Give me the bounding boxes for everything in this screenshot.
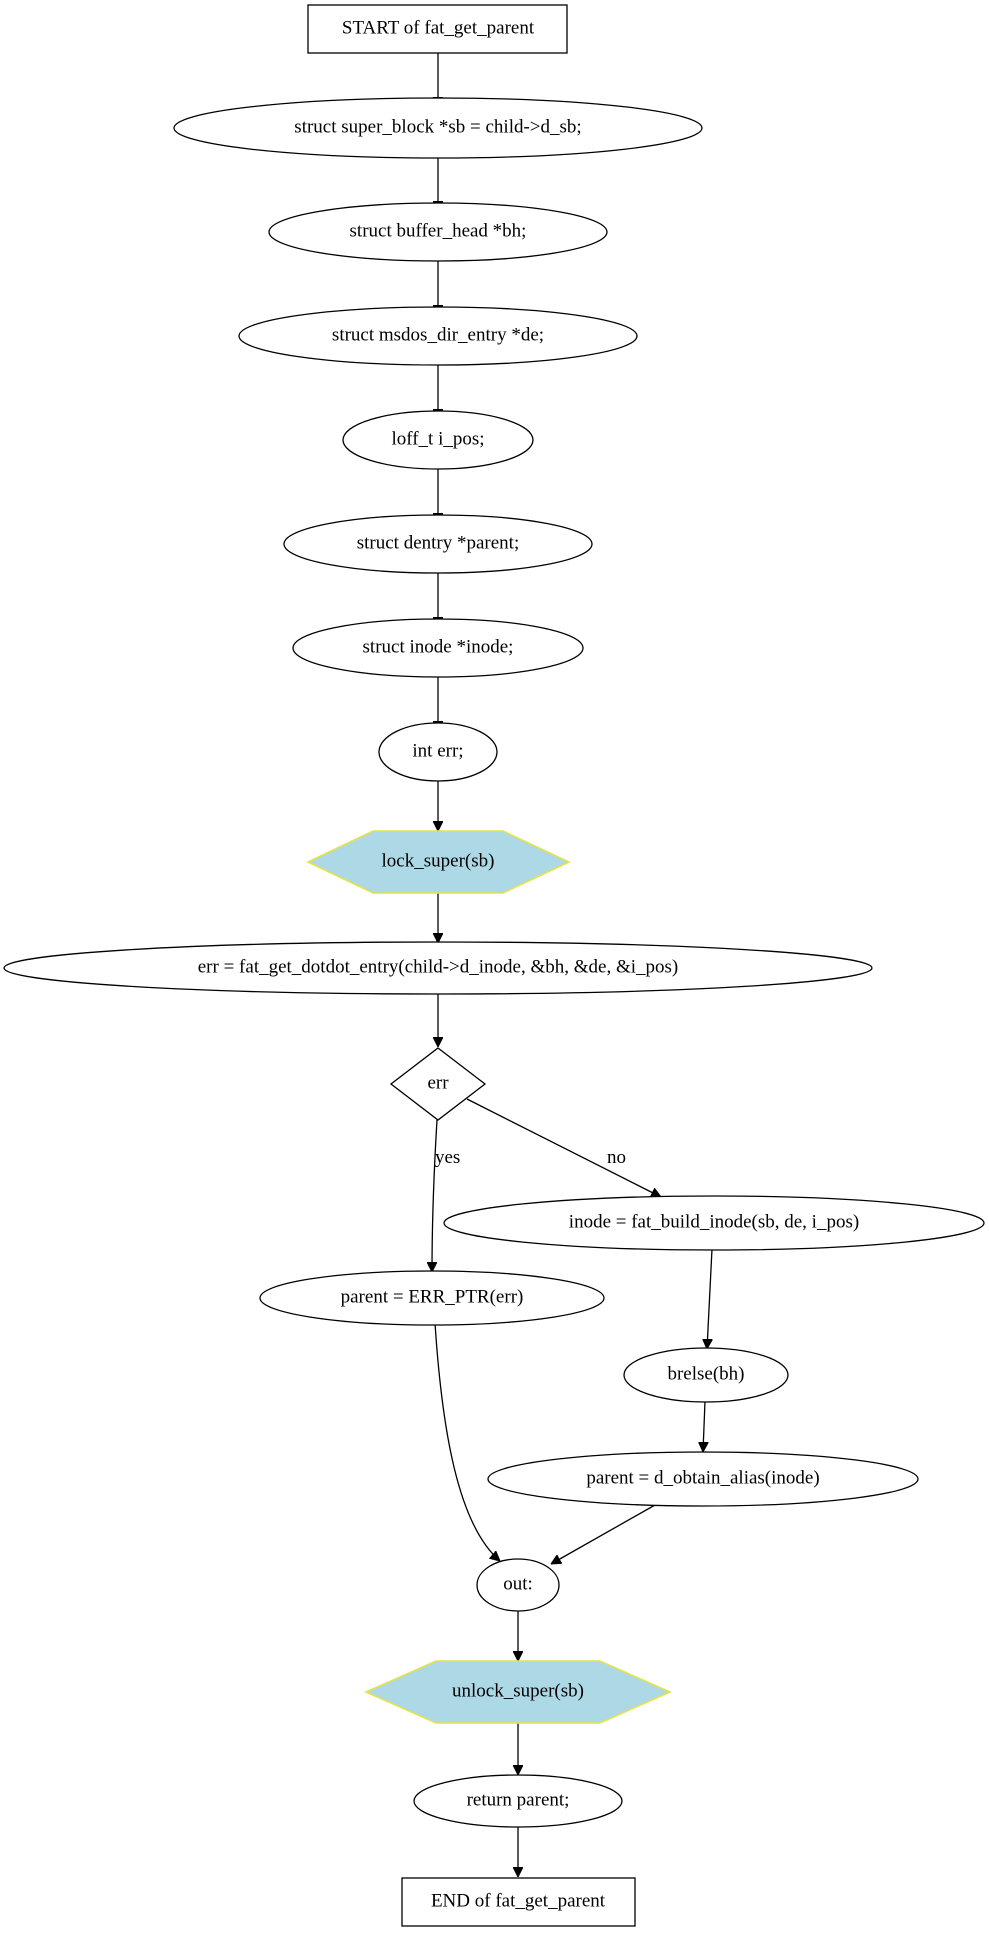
node-end: END of fat_get_parent — [401, 1877, 636, 1927]
node-start-label: START of fat_get_parent — [342, 17, 535, 38]
node-sb-declaration-label: struct super_block *sb = child->d_sb; — [294, 116, 581, 137]
node-err-declaration: int err; — [378, 722, 498, 782]
node-obtain-alias: parent = d_obtain_alias(inode) — [487, 1451, 919, 1507]
node-unlock-super-label: unlock_super(sb) — [452, 1680, 584, 1701]
edge-alias-to-out — [551, 1504, 656, 1565]
node-brelse-label: brelse(bh) — [667, 1363, 744, 1384]
node-start: START of fat_get_parent — [307, 4, 568, 54]
node-parent-declaration: struct dentry *parent; — [283, 514, 593, 574]
node-de-declaration: struct msdos_dir_entry *de; — [238, 306, 638, 366]
edge-check-no — [466, 1098, 661, 1198]
node-get-dotdot-entry: err = fat_get_dotdot_entry(child->d_inod… — [3, 941, 873, 995]
edge-label-yes: yes — [435, 1147, 460, 1168]
edge-check-yes — [432, 1119, 438, 1272]
node-obtain-alias-label: parent = d_obtain_alias(inode) — [586, 1467, 819, 1488]
node-return-parent-label: return parent; — [467, 1789, 570, 1810]
node-brelse: brelse(bh) — [623, 1347, 789, 1403]
edge-errptr-to-out — [434, 1322, 500, 1561]
node-lock-super: lock_super(sb) — [306, 830, 571, 894]
node-err-declaration-label: int err; — [412, 740, 463, 761]
node-out-label: out: — [476, 1558, 560, 1612]
node-err-decision: err — [389, 1047, 487, 1121]
node-end-label: END of fat_get_parent — [431, 1890, 606, 1911]
node-inode-declaration-label: struct inode *inode; — [363, 636, 514, 657]
node-ipos-declaration-label: loff_t i_pos; — [391, 428, 484, 449]
node-bh-declaration: struct buffer_head *bh; — [268, 202, 608, 262]
node-unlock-super: unlock_super(sb) — [364, 1660, 672, 1724]
node-lock-super-label: lock_super(sb) — [382, 850, 495, 871]
node-sb-declaration: struct super_block *sb = child->d_sb; — [173, 97, 703, 159]
node-out-label-text: out: — [503, 1573, 533, 1594]
node-err-ptr-label: parent = ERR_PTR(err) — [341, 1286, 524, 1307]
node-build-inode: inode = fat_build_inode(sb, de, i_pos) — [443, 1195, 985, 1251]
node-err-decision-label: err — [427, 1072, 449, 1093]
edge-brelse-to-alias — [703, 1400, 705, 1452]
node-err-ptr: parent = ERR_PTR(err) — [259, 1270, 605, 1326]
node-de-declaration-label: struct msdos_dir_entry *de; — [332, 324, 544, 345]
edge-label-no: no — [607, 1147, 626, 1168]
node-get-dotdot-entry-label: err = fat_get_dotdot_entry(child->d_inod… — [198, 956, 679, 977]
node-ipos-declaration: loff_t i_pos; — [342, 410, 534, 470]
node-bh-declaration-label: struct buffer_head *bh; — [350, 220, 527, 241]
edge-build-to-brelse — [707, 1248, 713, 1349]
node-parent-declaration-label: struct dentry *parent; — [357, 532, 520, 553]
node-return-parent: return parent; — [413, 1774, 623, 1828]
node-inode-declaration: struct inode *inode; — [292, 618, 584, 678]
node-build-inode-label: inode = fat_build_inode(sb, de, i_pos) — [569, 1211, 859, 1232]
